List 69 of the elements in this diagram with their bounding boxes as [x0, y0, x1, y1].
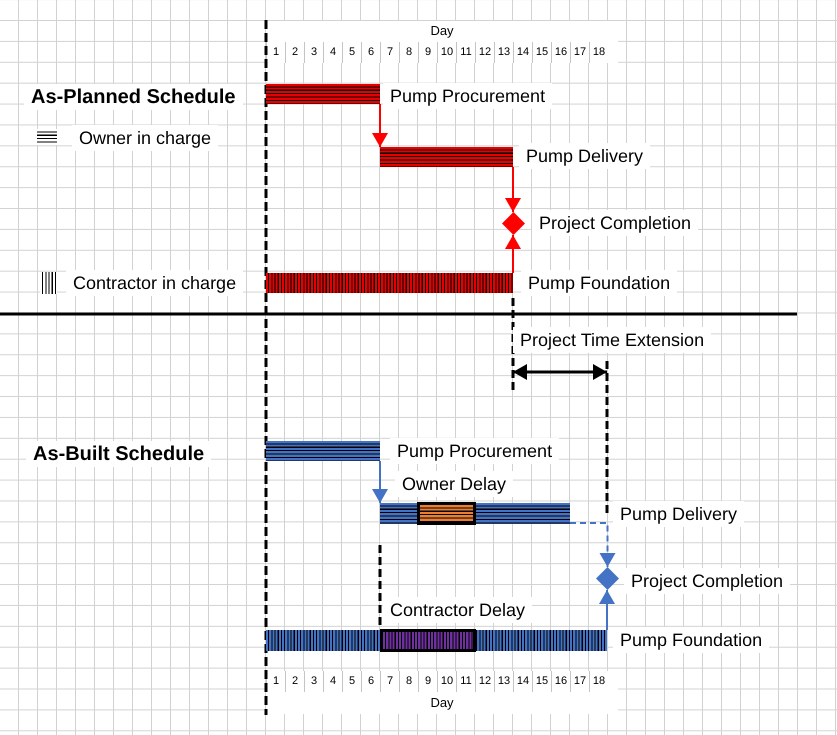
day-number: 10	[437, 42, 456, 63]
dimension-label: Project Time Extension	[513, 327, 712, 353]
arrow	[372, 104, 388, 147]
day-number: 3	[304, 671, 323, 692]
day-number: 8	[399, 42, 418, 63]
legend-label: Owner in charge	[72, 125, 218, 151]
day-number: 15	[532, 42, 551, 63]
day-number: 4	[323, 671, 342, 692]
arrow	[505, 235, 521, 273]
day-number: 13	[494, 42, 513, 63]
task-label: Pump Foundation	[521, 270, 678, 296]
task-label: Pump Procurement	[390, 438, 560, 464]
arrow	[599, 590, 615, 630]
milestone-diamond	[596, 567, 619, 590]
day-number: 11	[456, 671, 475, 692]
day-number: 5	[342, 671, 361, 692]
day-number: 1	[266, 42, 285, 63]
milestone-label: Project Completion	[624, 568, 790, 594]
day-number: 8	[399, 671, 418, 692]
task-label: Pump Delivery	[613, 501, 744, 527]
task-bar	[266, 84, 380, 104]
day-number: 17	[570, 671, 589, 692]
day-number: 3	[304, 42, 323, 63]
day-number: 9	[418, 42, 437, 63]
delay-bar	[417, 502, 476, 525]
day-number: 2	[285, 671, 304, 692]
day-number: 16	[551, 42, 570, 63]
day-number: 11	[456, 42, 475, 63]
task-label: Pump Delivery	[519, 143, 650, 169]
delay-bar	[380, 629, 476, 652]
day-number: 9	[418, 671, 437, 692]
delay-label: Contractor Delay	[383, 597, 532, 623]
day-number: 14	[513, 671, 532, 692]
day-number: 16	[551, 671, 570, 692]
day-number: 7	[380, 671, 399, 692]
day-number: 10	[437, 671, 456, 692]
section-heading: As-Planned Schedule	[24, 84, 242, 110]
delay-label: Owner Delay	[395, 471, 514, 497]
day-number: 18	[589, 671, 608, 692]
task-bar	[266, 441, 380, 461]
axis-title: Day	[430, 22, 454, 40]
arrow	[505, 167, 521, 212]
task-bar	[380, 503, 570, 524]
task-bar	[266, 630, 607, 651]
day-number: 18	[589, 42, 608, 63]
task-label: Pump Procurement	[383, 83, 552, 109]
legend-label: Contractor in charge	[66, 270, 244, 296]
day-number: 7	[380, 42, 399, 63]
day-number: 6	[361, 42, 380, 63]
day-number: 13	[494, 671, 513, 692]
day-number: 5	[342, 42, 361, 63]
task-bar	[380, 147, 513, 167]
axis-title: Day	[430, 694, 454, 712]
arrow	[372, 461, 388, 503]
day-number: 1	[266, 671, 285, 692]
task-label: Pump Foundation	[613, 627, 770, 653]
section-heading: As-Built Schedule	[26, 441, 212, 467]
milestone-diamond	[502, 212, 525, 235]
day-number: 15	[532, 671, 551, 692]
milestone-label: Project Completion	[532, 210, 698, 236]
task-bar	[266, 273, 513, 293]
dashed-arrow	[570, 522, 616, 567]
day-number: 17	[570, 42, 589, 63]
day-number: 4	[323, 42, 342, 63]
day-number: 12	[475, 671, 494, 692]
day-number: 6	[361, 671, 380, 692]
day-number: 12	[475, 42, 494, 63]
day-number: 2	[285, 42, 304, 63]
day-number: 14	[513, 42, 532, 63]
